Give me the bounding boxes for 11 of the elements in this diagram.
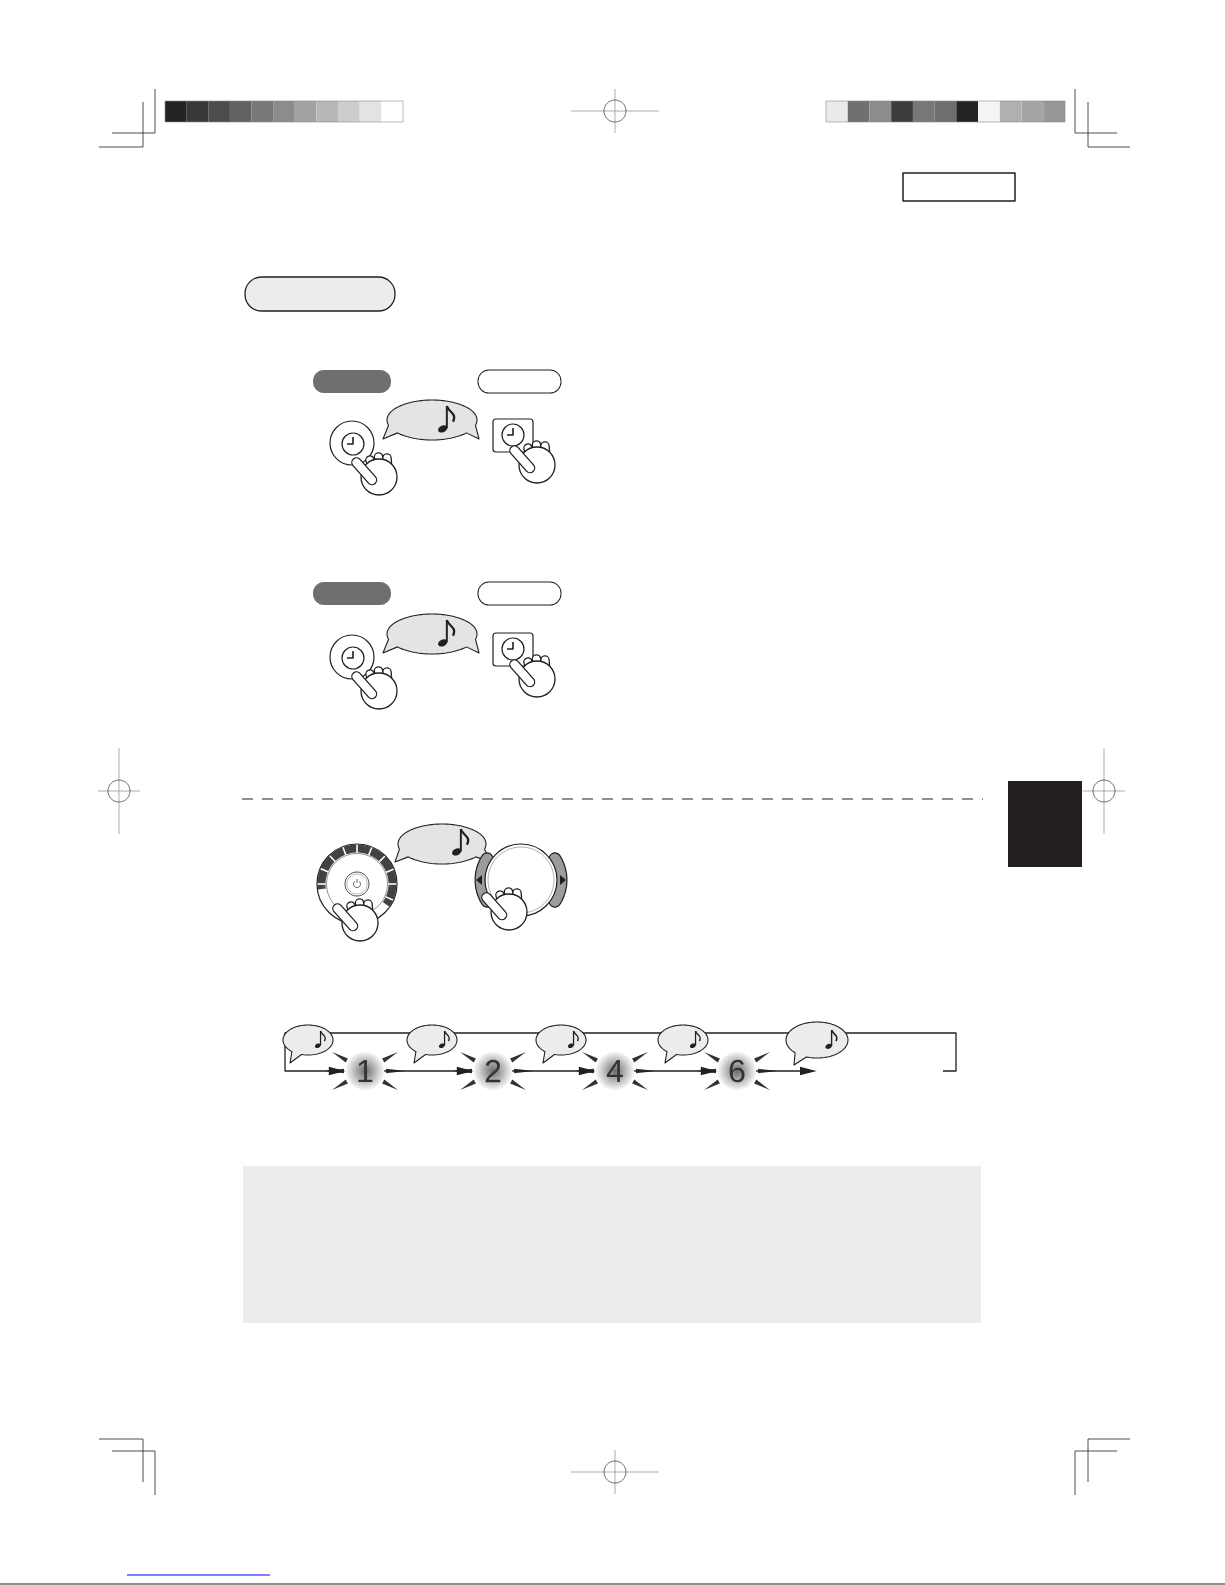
glowing-number: 2 [474, 1052, 512, 1090]
glowing-number: 4 [596, 1052, 634, 1090]
empty-box [902, 172, 1016, 202]
rounded-label-box [313, 582, 391, 605]
rounded-label-box [477, 369, 562, 394]
glowing-number: 6 [718, 1052, 756, 1090]
rounded-label-box [244, 276, 396, 312]
side-tab [1008, 781, 1082, 867]
glowing-number: 1 [346, 1052, 384, 1090]
rounded-label-box [313, 370, 391, 393]
rounded-label-box [477, 581, 562, 606]
